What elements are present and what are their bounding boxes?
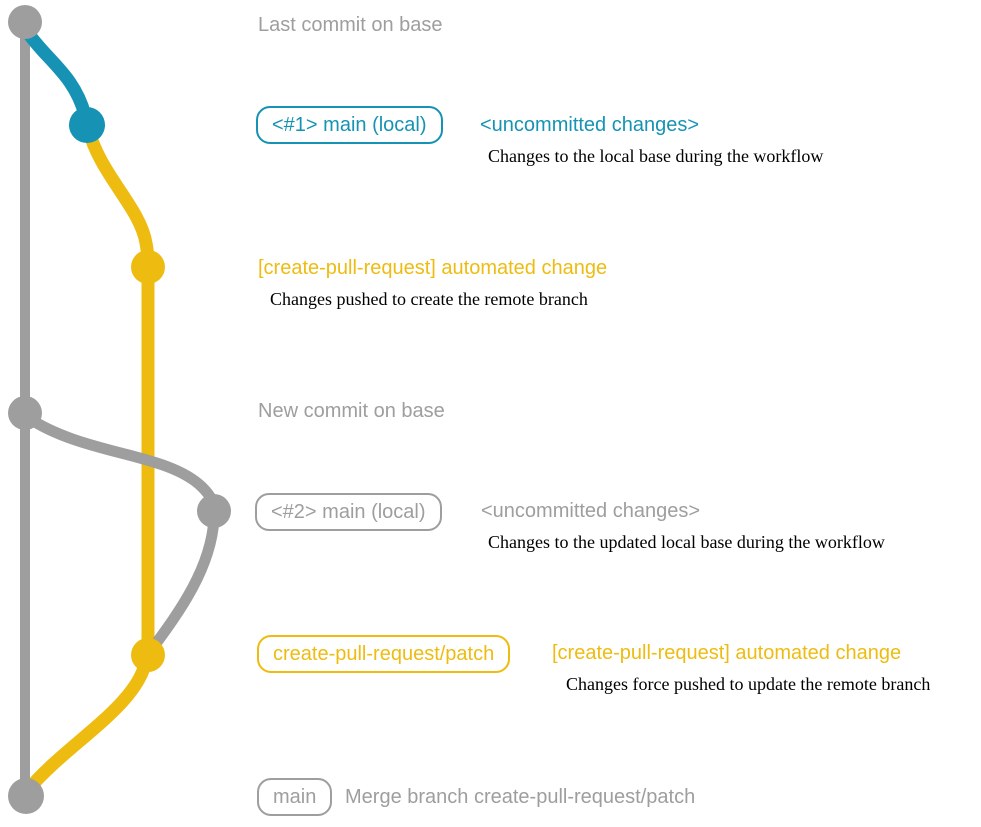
branch-edge-newbase-to-local2 xyxy=(21,411,220,517)
automated-change-heading-2: [create-pull-request] automated change xyxy=(552,642,902,664)
branch-badge-main-local-2: <#2> main (local) xyxy=(255,493,442,531)
merge-branch-label: Merge branch create-pull-request/patch xyxy=(345,786,696,808)
commit-node-local-1 xyxy=(69,107,105,143)
commit-node-patch-2 xyxy=(131,638,165,672)
commit-node-base-merge xyxy=(8,778,44,814)
automated-change-note-2: Changes force pushed to update the remot… xyxy=(566,674,931,694)
commit-node-local-2 xyxy=(197,494,231,528)
automated-change-note-1: Changes pushed to create the remote bran… xyxy=(270,289,588,309)
branch-badge-main: main xyxy=(257,778,333,816)
last-commit-label: Last commit on base xyxy=(258,14,443,36)
branch-edge-local2-to-patch2 xyxy=(146,513,220,655)
new-commit-label: New commit on base xyxy=(258,400,445,422)
branch-edge-local1-to-patch1 xyxy=(81,121,155,274)
uncommitted-changes-note-1: Changes to the local base during the wor… xyxy=(488,146,824,166)
commit-node-base-top xyxy=(8,5,42,39)
uncommitted-changes-heading-2: <uncommitted changes> xyxy=(481,500,701,522)
branch-edge-base-to-local1 xyxy=(19,23,92,122)
commit-node-patch-1 xyxy=(131,250,165,284)
uncommitted-changes-note-2: Changes to the updated local base during… xyxy=(488,532,885,552)
branch-badge-create-pull-request-patch: create-pull-request/patch xyxy=(257,635,511,673)
uncommitted-changes-heading-1: <uncommitted changes> xyxy=(480,114,700,136)
automated-change-heading-1: [create-pull-request] automated change xyxy=(258,257,608,279)
commit-node-base-new xyxy=(8,396,42,430)
branch-edge-patch2-to-merge xyxy=(21,653,153,797)
branch-badge-main-local-1: <#1> main (local) xyxy=(256,106,443,144)
